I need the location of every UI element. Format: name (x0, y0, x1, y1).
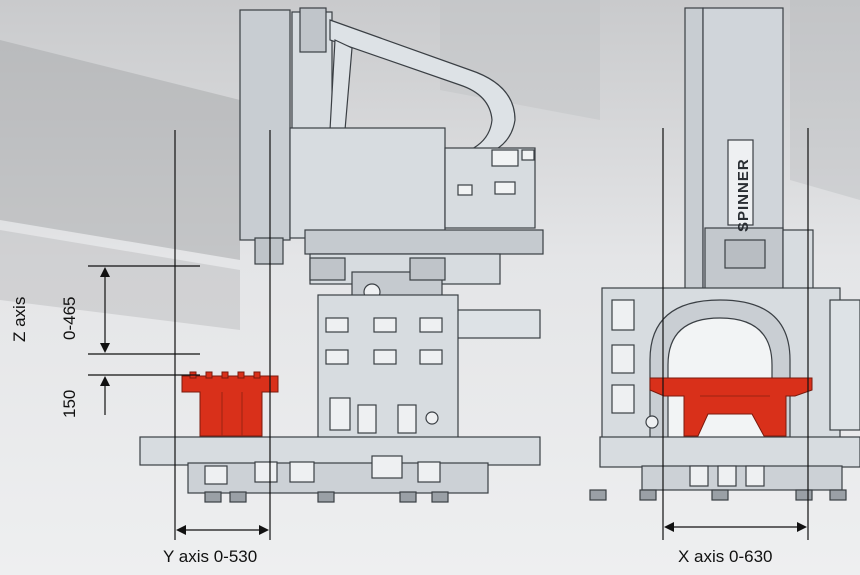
y-axis-label: Y axis 0-530 (163, 547, 258, 566)
background-shape (0, 40, 240, 260)
z-range-label: 0-465 (60, 296, 79, 340)
background-shape (790, 0, 860, 200)
spinner-logo: SPINNER (735, 158, 752, 232)
z-offset-label: 150 (60, 389, 79, 418)
axis-guides (88, 128, 809, 540)
x-axis-label: X axis 0-630 (678, 547, 773, 566)
machine-side-view (139, 7, 544, 503)
workpiece-front (649, 377, 813, 437)
machine-front-view (589, 7, 860, 501)
workpiece-side (181, 371, 279, 437)
axis-arrowheads (100, 267, 807, 535)
background-shape (0, 230, 240, 330)
z-axis-label: Z axis (10, 296, 29, 342)
